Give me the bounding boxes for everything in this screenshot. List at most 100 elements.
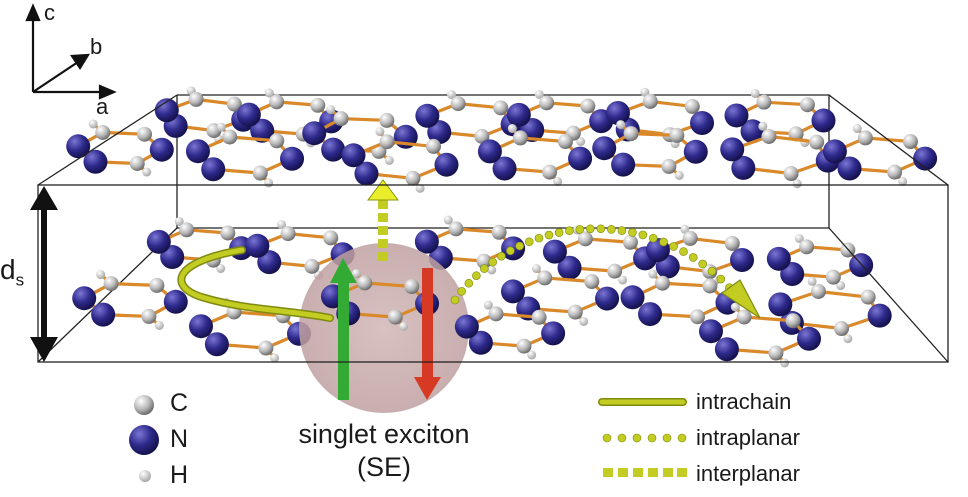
hydrogen-atom bbox=[618, 275, 628, 285]
nitrogen-atom bbox=[541, 321, 566, 346]
carbon-atom bbox=[333, 111, 349, 127]
nitrogen-atom bbox=[724, 103, 749, 128]
interplanar-legend-dashes bbox=[603, 468, 687, 477]
legend-label-hydrogen: H bbox=[170, 461, 189, 489]
nitrogen-atom bbox=[72, 286, 97, 311]
spin-down-arrow bbox=[414, 268, 441, 400]
carbon-atom bbox=[493, 100, 509, 116]
nitrogen-atom bbox=[66, 134, 91, 159]
nitrogen-atom bbox=[822, 139, 847, 164]
carbon-atom bbox=[622, 234, 638, 250]
nitrogen-atom bbox=[557, 255, 582, 280]
nitrogen-atom bbox=[83, 149, 108, 174]
nitrogen-atom bbox=[542, 239, 567, 264]
lower-molecule-7 bbox=[500, 264, 620, 326]
axis-label-c: c bbox=[44, 0, 55, 25]
carbon-atom bbox=[357, 275, 373, 291]
carbon-atom bbox=[756, 94, 772, 110]
hydrogen-atom bbox=[794, 233, 804, 243]
layer-spacing-arrow bbox=[30, 186, 58, 362]
carbon-atom bbox=[607, 263, 623, 279]
nitrogen-atom bbox=[280, 146, 305, 171]
hydrogen-atom bbox=[154, 320, 164, 330]
interplanar-arrow bbox=[367, 179, 399, 261]
nitrogen-atom bbox=[766, 246, 791, 271]
hydrogen-atom bbox=[616, 120, 626, 130]
upper-molecule-8 bbox=[185, 122, 305, 188]
carbon-atom bbox=[379, 134, 395, 150]
nitrogen-atom bbox=[477, 139, 502, 164]
axis-label-a: a bbox=[96, 94, 109, 119]
intraplanar-arrowhead bbox=[720, 279, 761, 319]
upper-molecule-9 bbox=[341, 127, 459, 193]
hydrogen-atom bbox=[96, 270, 106, 280]
hydrogen-atom bbox=[375, 127, 385, 137]
hydrogen-atom bbox=[277, 220, 287, 230]
hydrogen-atom bbox=[326, 105, 336, 115]
carbon-atom bbox=[887, 164, 903, 180]
carbon-atom bbox=[448, 221, 464, 237]
hydrogen-atom bbox=[264, 178, 274, 188]
carbon-atom bbox=[426, 138, 442, 154]
carbon-atom bbox=[141, 308, 157, 324]
nitrogen-atom bbox=[201, 157, 226, 182]
carbon-atom bbox=[188, 91, 204, 107]
carbon-atom bbox=[488, 306, 504, 322]
nitrogen-atom bbox=[434, 152, 459, 177]
carbon-atom bbox=[623, 126, 639, 142]
carbon-atom bbox=[557, 134, 573, 150]
hydrogen-atom bbox=[553, 176, 563, 186]
legend-label-nitrogen: N bbox=[170, 425, 189, 453]
hydrogen-atom bbox=[640, 87, 650, 97]
hydrogen-atom bbox=[579, 316, 589, 326]
nitrogen-atom bbox=[797, 326, 822, 351]
carbon-atom bbox=[531, 309, 547, 325]
carbon-atom bbox=[542, 164, 558, 180]
hydrogen-atom bbox=[730, 302, 740, 312]
carbon-atom bbox=[702, 278, 718, 294]
nitrogen-atom bbox=[414, 229, 439, 254]
carbon-atom bbox=[323, 230, 339, 246]
carbon-atom bbox=[269, 94, 285, 110]
nitrogen-atom bbox=[720, 137, 745, 162]
hydrogen-atom bbox=[399, 321, 409, 331]
hydrogen-atom bbox=[750, 88, 760, 98]
carbon-atom bbox=[379, 112, 395, 128]
nitrogen-atom bbox=[188, 314, 213, 339]
carbon-atom bbox=[825, 269, 841, 285]
nitrogen-atom bbox=[454, 314, 479, 339]
hydrogen-atom bbox=[780, 358, 790, 368]
hydrogen-atom bbox=[898, 176, 908, 186]
carbon-atom bbox=[387, 309, 403, 325]
nitrogen-atom bbox=[415, 103, 440, 128]
nitrogen-atom bbox=[91, 302, 116, 327]
lower-plane-front-atoms bbox=[320, 269, 566, 360]
carbon-atom bbox=[129, 155, 145, 171]
hydrogen-atom bbox=[88, 119, 98, 129]
hydrogen-atom bbox=[483, 300, 493, 310]
hydrogen-atom bbox=[216, 264, 226, 274]
hydrogen-atom bbox=[174, 216, 184, 226]
hydrogen-atom bbox=[852, 124, 862, 134]
carbon-atom bbox=[799, 239, 815, 255]
nitrogen-atom bbox=[341, 143, 366, 168]
nitrogen-atom bbox=[149, 137, 174, 162]
carbon-atom bbox=[860, 289, 876, 305]
carbon-atom bbox=[95, 125, 111, 141]
intraplanar-legend-dots bbox=[602, 433, 687, 443]
legend-label-intraplanar: intraplanar bbox=[696, 425, 800, 450]
hydrogen-atom bbox=[264, 88, 274, 98]
spacing-subscript: s bbox=[15, 270, 25, 290]
nitrogen-atom bbox=[354, 161, 379, 186]
carbon-atom bbox=[654, 275, 670, 291]
hydrogen-atom bbox=[447, 90, 457, 100]
lower-molecule-4 bbox=[645, 224, 755, 286]
carbon-atom bbox=[809, 134, 825, 150]
hydrogen-atom bbox=[142, 167, 152, 177]
carbon-atom bbox=[450, 96, 466, 112]
nitrogen-atom bbox=[500, 279, 525, 304]
carbon-atom bbox=[103, 276, 119, 292]
nitrogen-atom bbox=[837, 156, 862, 181]
carbon-atom bbox=[310, 97, 326, 113]
